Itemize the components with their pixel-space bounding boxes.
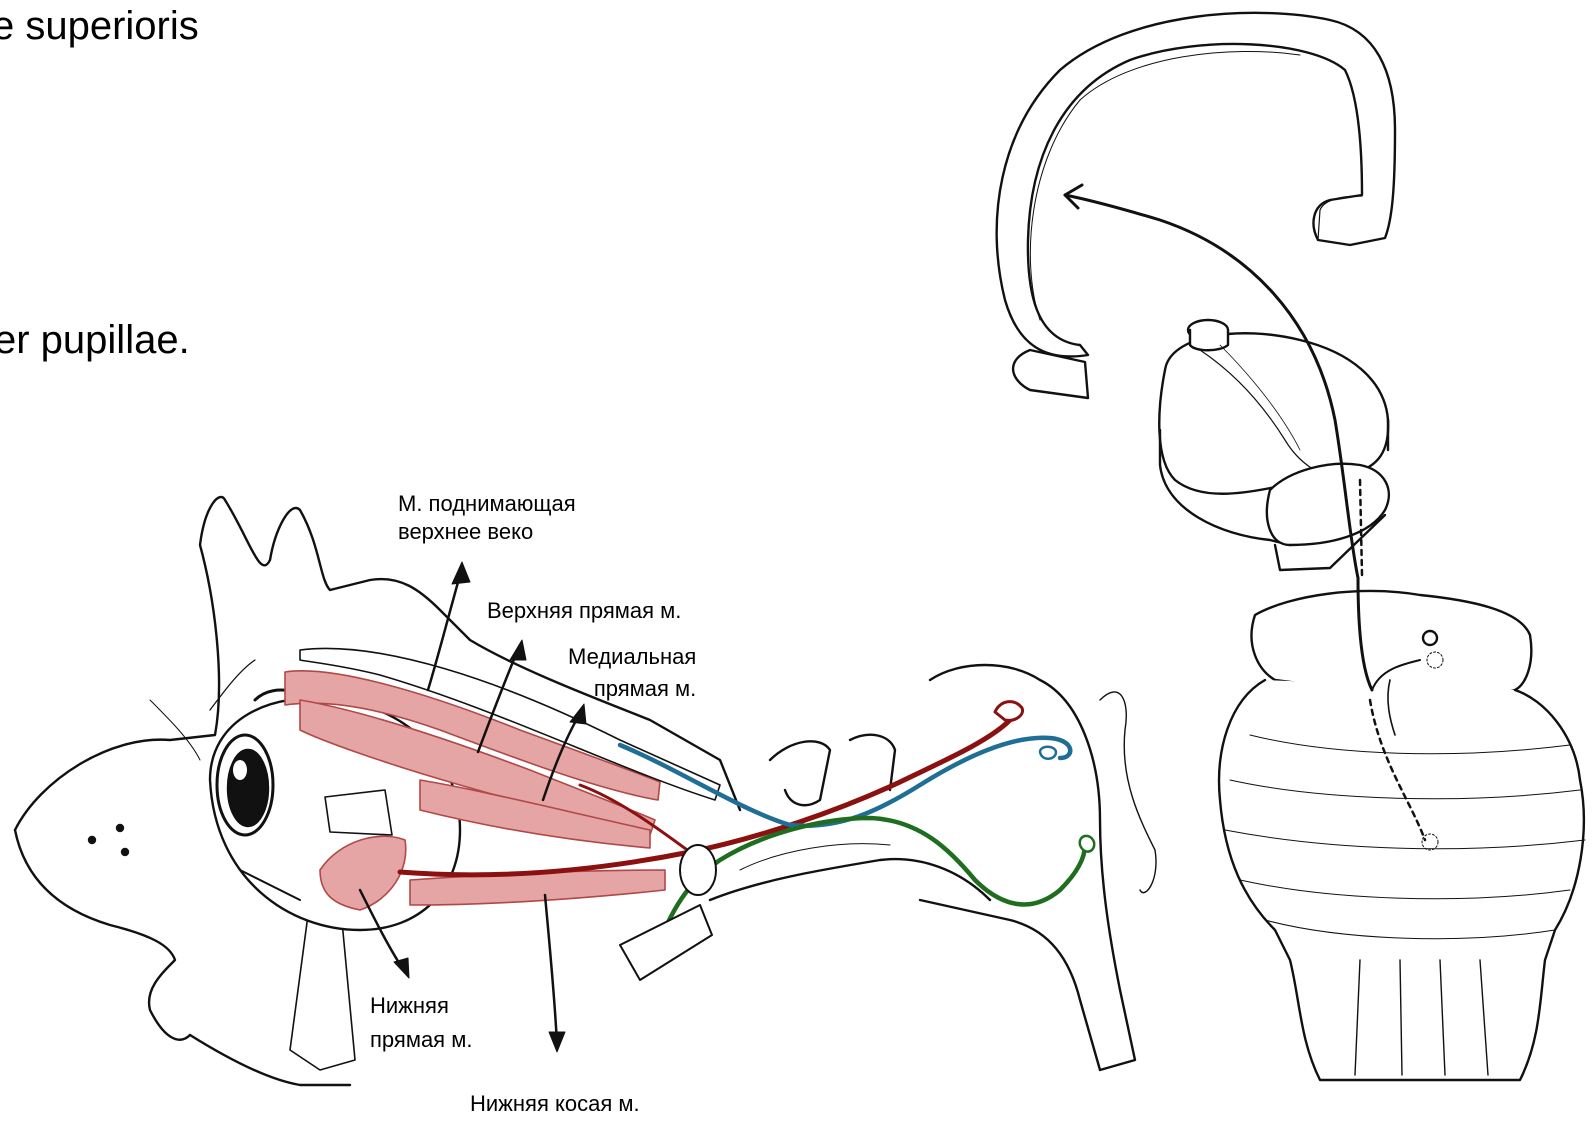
orbit-skull-outline (15, 497, 1156, 1085)
label-inferior-rectus-line2: прямая м. (370, 1026, 472, 1054)
label-superior-rectus: Верхняя прямая м. (487, 597, 681, 625)
label-medial-rectus: Медиальная прямая м. (568, 643, 696, 703)
midbrain-section (1159, 320, 1389, 570)
optic-canal (680, 845, 716, 895)
label-levator-line2: верхнее веко (398, 518, 576, 546)
label-medial-rectus-line2: прямая м. (568, 675, 696, 703)
trochlear-nucleus-blue (1040, 747, 1056, 759)
label-inferior-rectus: Нижняя прямая м. (370, 992, 472, 1054)
abducens-nucleus-green (1080, 836, 1094, 852)
label-inferior-oblique: Нижняя косая м. (470, 1090, 640, 1118)
label-inferior-rectus-line1: Нижняя (370, 992, 472, 1020)
label-levator-line1: М. поднимающая (398, 490, 576, 518)
optic-nerve-stub (620, 905, 712, 980)
arrow-inferior-oblique (545, 895, 557, 1045)
label-levator: М. поднимающая верхнее веко (398, 490, 576, 546)
label-medial-rectus-line1: Медиальная (568, 643, 696, 671)
